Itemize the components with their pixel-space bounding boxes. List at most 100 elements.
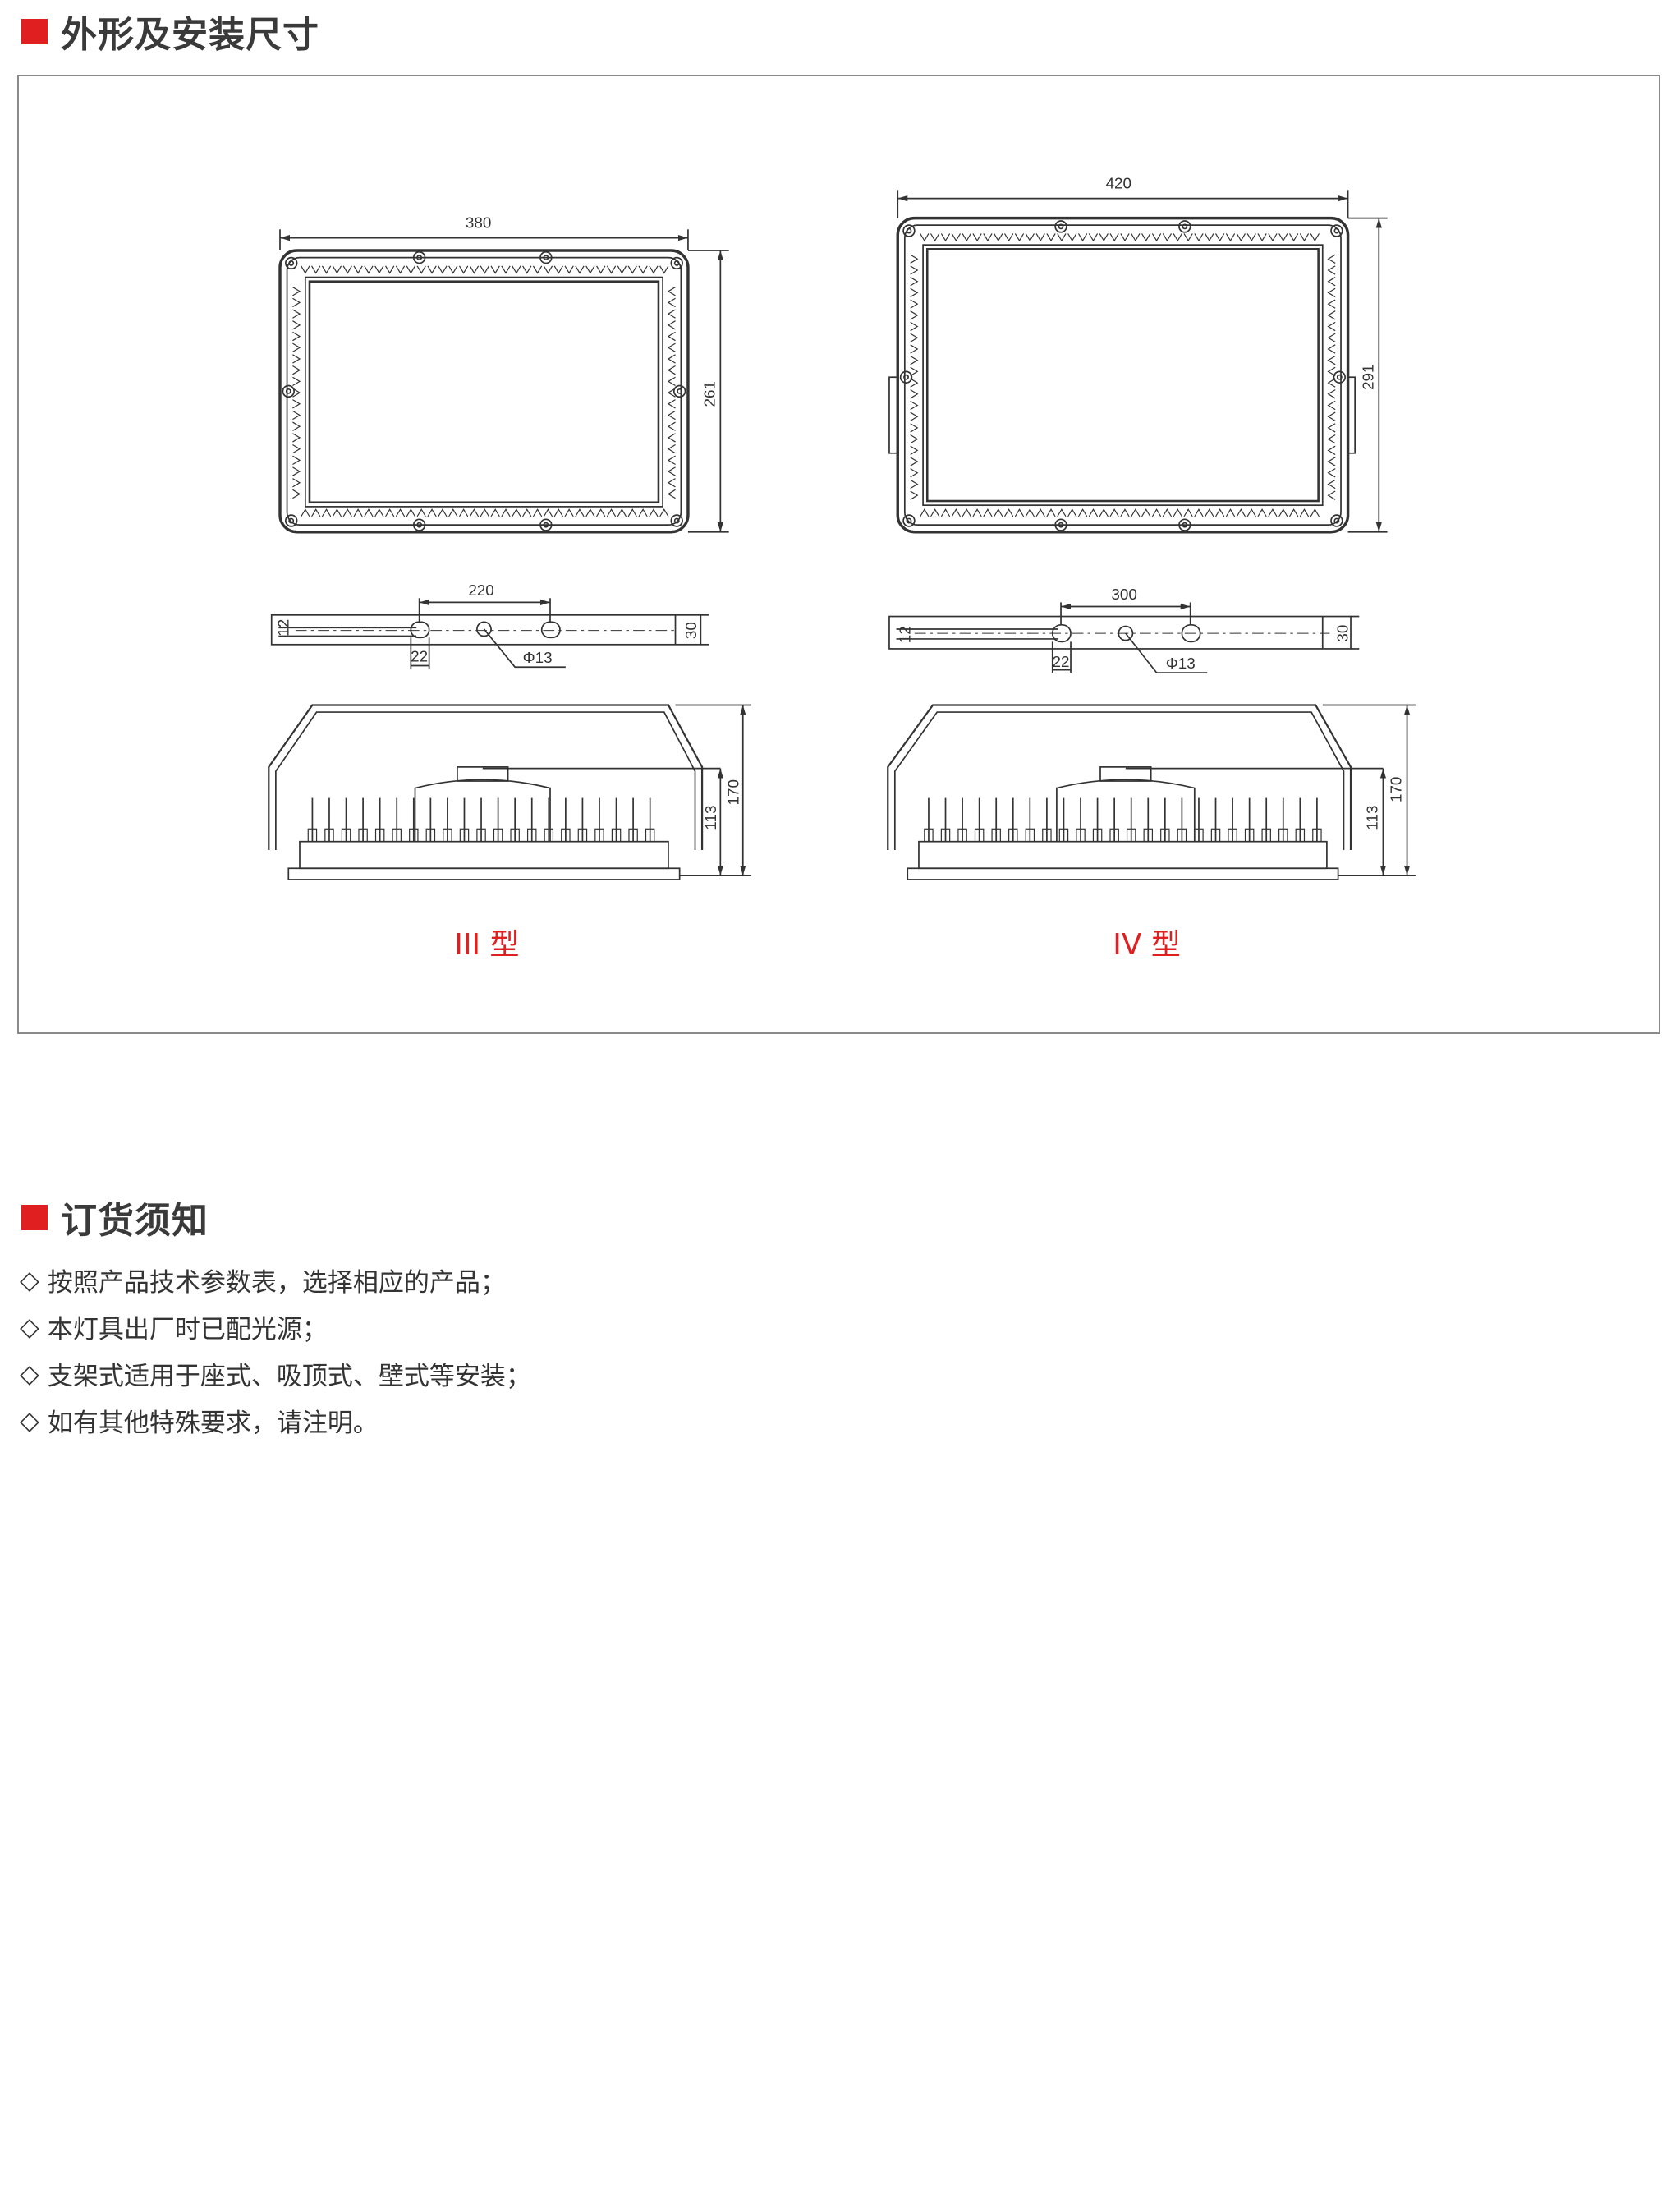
fin-tooth: [292, 433, 301, 443]
fin-tooth: [910, 490, 919, 500]
fin-tooth: [667, 297, 676, 308]
heat-sink-fin-base: [940, 828, 951, 843]
fin-tooth: [1014, 508, 1025, 517]
heat-sink-fin-base: [526, 828, 537, 843]
heat-sink-fin-base: [1261, 828, 1271, 843]
fin-tooth: [501, 265, 511, 274]
fin-tooth: [1327, 321, 1336, 332]
fin-tooth: [606, 265, 617, 274]
fin-tooth: [1077, 508, 1088, 517]
fin-tooth: [667, 342, 676, 352]
diamond-bullet-icon: ◇: [20, 1265, 39, 1295]
heat-sink-fin-base: [611, 828, 622, 843]
fin-tooth: [1327, 457, 1336, 466]
heat-sink-fin-base: [341, 828, 351, 843]
fin-tooth: [910, 411, 919, 421]
fin-tooth: [1327, 277, 1336, 287]
heat-sink-fin-base: [307, 828, 318, 843]
fin-tooth: [1057, 508, 1067, 517]
fin-tooth: [543, 265, 553, 274]
fin-tooth: [1327, 344, 1336, 354]
fin-tooth: [1327, 265, 1336, 275]
fin-tooth: [1327, 445, 1336, 455]
fin-tooth: [292, 478, 301, 488]
fin-tooth: [448, 508, 458, 517]
fin-tooth: [1035, 508, 1045, 517]
bolt-icon: [899, 370, 913, 384]
fin-tooth: [910, 277, 919, 287]
fin-tooth: [1057, 233, 1067, 242]
type3-hole-spacing-label: 220: [468, 581, 493, 599]
fin-tooth: [1099, 508, 1109, 517]
fin-tooth: [910, 457, 919, 466]
fin-tooth: [1310, 233, 1320, 242]
bolt-icon: [288, 517, 295, 524]
fin-tooth: [930, 508, 940, 517]
fin-tooth: [438, 508, 448, 517]
section-title: 订货须知: [61, 1200, 209, 1242]
section-title: 外形及安装尺寸: [61, 14, 319, 56]
list-item: ◇按照产品技术参数表，选择相应的产品；: [20, 1257, 531, 1303]
bolt-icon: [285, 388, 291, 394]
fin-tooth: [667, 410, 676, 421]
fin-tooth: [1205, 508, 1214, 517]
fin-tooth: [427, 508, 437, 517]
fin-tooth: [1268, 233, 1278, 242]
fin-tooth: [910, 366, 919, 377]
fin-tooth: [910, 468, 919, 478]
fin-tooth: [1120, 508, 1130, 517]
bolt-icon: [673, 260, 680, 266]
heat-sink-fin-base: [1278, 828, 1288, 843]
fin-tooth: [910, 254, 919, 264]
bolt-icon: [1333, 517, 1340, 524]
heat-sink-fin-base: [1109, 828, 1119, 843]
fin-tooth: [385, 265, 395, 274]
fin-tooth: [522, 508, 532, 517]
fin-tooth: [972, 508, 982, 517]
bolt-icon: [416, 522, 423, 528]
fin-tooth: [1288, 233, 1299, 242]
fin-tooth: [1225, 233, 1236, 242]
fin-tooth: [311, 265, 321, 274]
heat-sink-fin-base: [392, 828, 402, 843]
heat-sink-fin-base: [443, 828, 452, 843]
type4-slot-label: 22: [1053, 653, 1070, 670]
type4-label: IV 型: [1113, 928, 1181, 962]
fin-tooth: [501, 508, 511, 517]
type4-depth-small-label: 113: [1364, 806, 1381, 830]
fin-tooth: [983, 508, 993, 517]
fin-tooth: [1327, 400, 1336, 411]
heat-sink-fin-base: [1160, 828, 1170, 843]
fin-tooth: [659, 265, 669, 274]
heat-sink-fin-base: [924, 828, 934, 843]
fin-tooth: [1099, 233, 1109, 242]
fin-tooth: [1046, 233, 1056, 242]
fin-tooth: [940, 508, 951, 517]
bolt-icon: [1330, 514, 1343, 527]
fin-tooth: [385, 508, 395, 517]
fin-tooth: [617, 508, 627, 517]
heat-sink-fin-base: [425, 828, 436, 843]
fin-tooth: [983, 233, 993, 242]
fin-tooth: [606, 508, 617, 517]
bolt-icon: [1333, 227, 1340, 234]
fin-tooth: [667, 287, 676, 296]
fin-tooth: [512, 265, 521, 274]
bolt-icon: [288, 260, 295, 266]
heat-sink-fin-base: [358, 828, 368, 843]
fin-tooth: [292, 309, 301, 319]
fin-tooth: [667, 399, 676, 409]
list-item: ◇支架式适用于座式、吸顶式、壁式等安装；: [20, 1350, 531, 1397]
fin-tooth: [374, 265, 384, 274]
fin-tooth: [910, 400, 919, 411]
fin-tooth: [353, 265, 363, 274]
fin-tooth: [1327, 411, 1336, 421]
fin-tooth: [1327, 423, 1336, 433]
heat-sink-fin-base: [577, 828, 588, 843]
fin-tooth: [1035, 233, 1045, 242]
fin-tooth: [458, 508, 469, 517]
fin-tooth: [1003, 508, 1014, 517]
fin-tooth: [292, 287, 301, 296]
fin-tooth: [951, 233, 962, 242]
fin-tooth: [1077, 233, 1088, 242]
